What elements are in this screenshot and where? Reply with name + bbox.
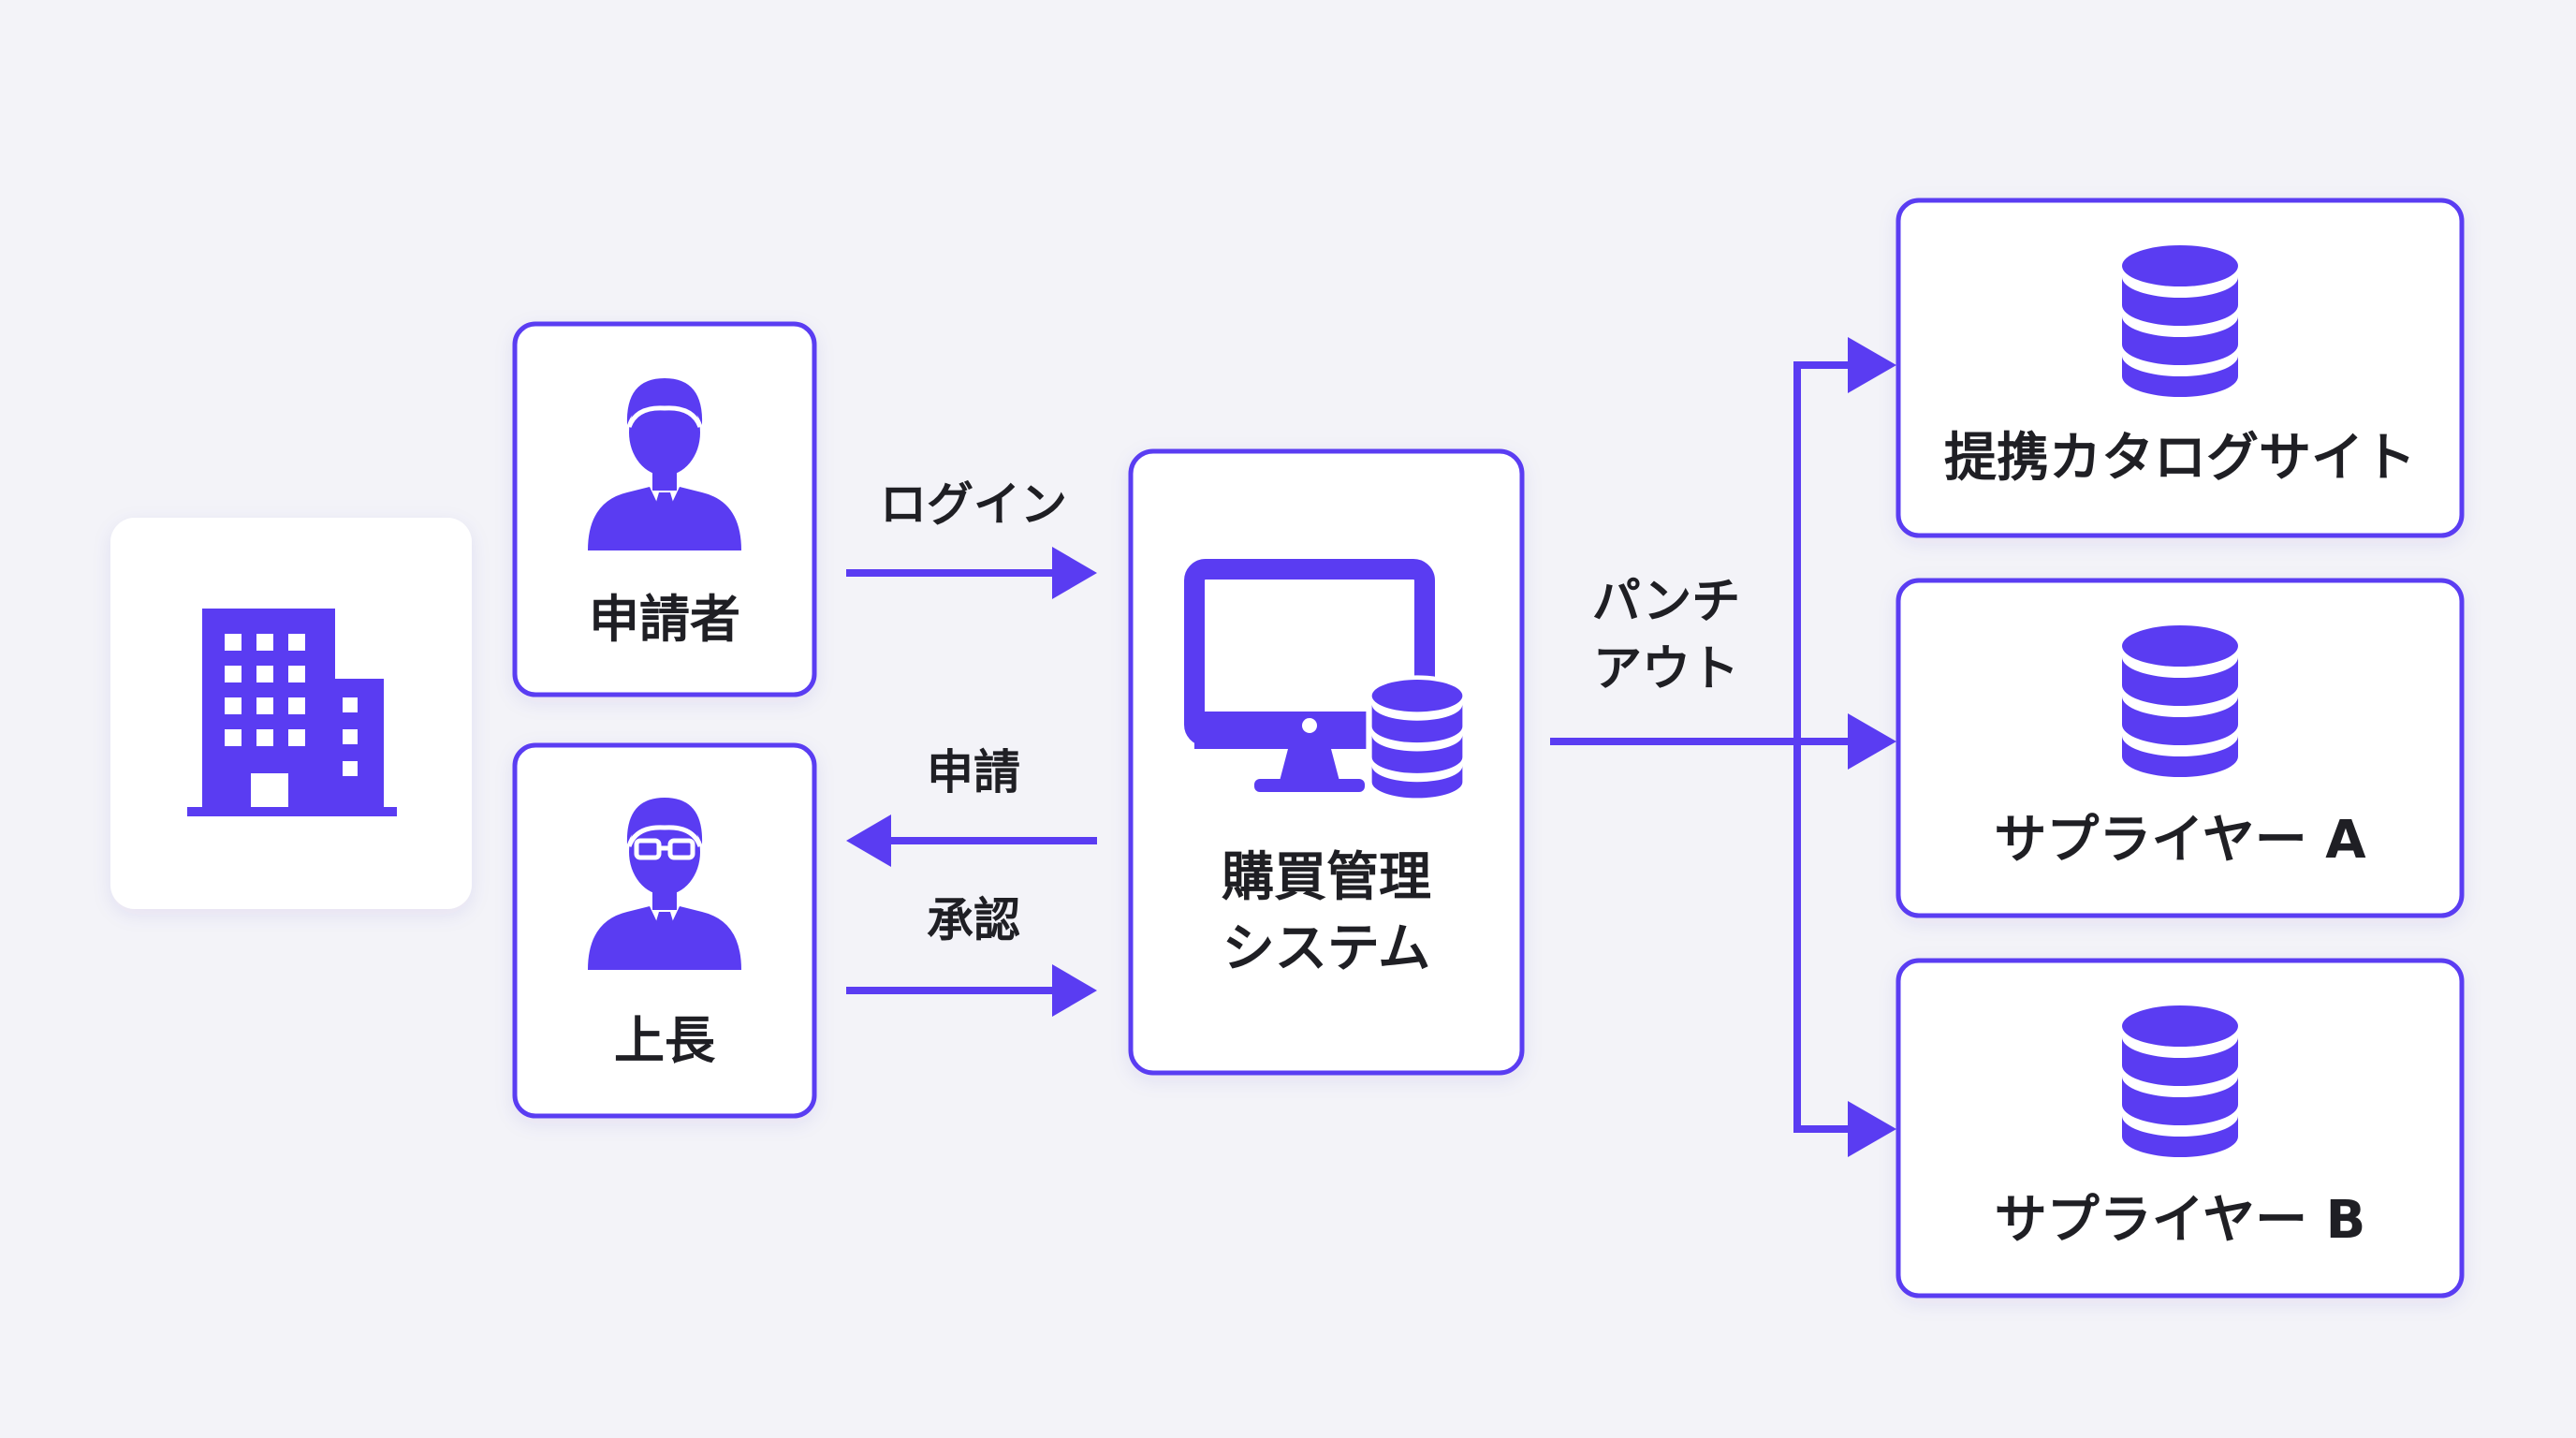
request-edge: 申請 (846, 745, 1097, 867)
punchout-edge: パンチ アウト (1550, 337, 1896, 1157)
requester-label: 申請者 (589, 590, 740, 649)
system-label-line2: システム (1222, 918, 1430, 979)
punchout-label-line2: アウト (1593, 641, 1739, 697)
approval-edge-label: 承認 (927, 893, 1020, 947)
supplier-b-card: サプライヤー B (1895, 958, 2465, 1299)
approval-edge: 承認 (846, 893, 1097, 1017)
login-arrowhead (1052, 547, 1097, 599)
catalog-site-card-bg (1895, 198, 2465, 538)
catalog-site-label: 提携カタログサイト (1944, 428, 2416, 489)
request-arrowhead (846, 814, 891, 867)
supplier-b-card-bg (1895, 958, 2465, 1299)
requester-card: 申請者 (512, 321, 817, 697)
login-edge-label: ログイン (880, 477, 1067, 532)
punchout-arrowhead-top (1848, 337, 1896, 393)
manager-card: 上長 (512, 742, 817, 1119)
office-building-icon (187, 609, 397, 816)
supplier-a-card-bg (1895, 578, 2465, 918)
monitor-with-database-icon (1184, 559, 1469, 812)
system-label-line1: 購買管理 (1222, 847, 1431, 908)
login-edge: ログイン (846, 477, 1097, 599)
supplier-a-label: サプライヤー A (1994, 810, 2366, 871)
businessman-with-glasses-icon (588, 798, 741, 970)
punchout-arrowhead-middle (1848, 713, 1896, 770)
approval-arrowhead (1052, 964, 1097, 1017)
supplier-b-label: サプライヤー B (1995, 1190, 2366, 1251)
supplier-a-card: サプライヤー A (1895, 578, 2465, 918)
punchout-label-line1: パンチ (1592, 574, 1741, 630)
punchout-arrowhead-bottom (1848, 1101, 1896, 1157)
request-edge-label: 申請 (927, 745, 1020, 800)
purchasing-system-card: 購買管理 システム (1128, 448, 1525, 1076)
manager-label: 上長 (614, 1011, 716, 1070)
catalog-site-card: 提携カタログサイト (1895, 198, 2465, 538)
company-card (110, 518, 472, 909)
